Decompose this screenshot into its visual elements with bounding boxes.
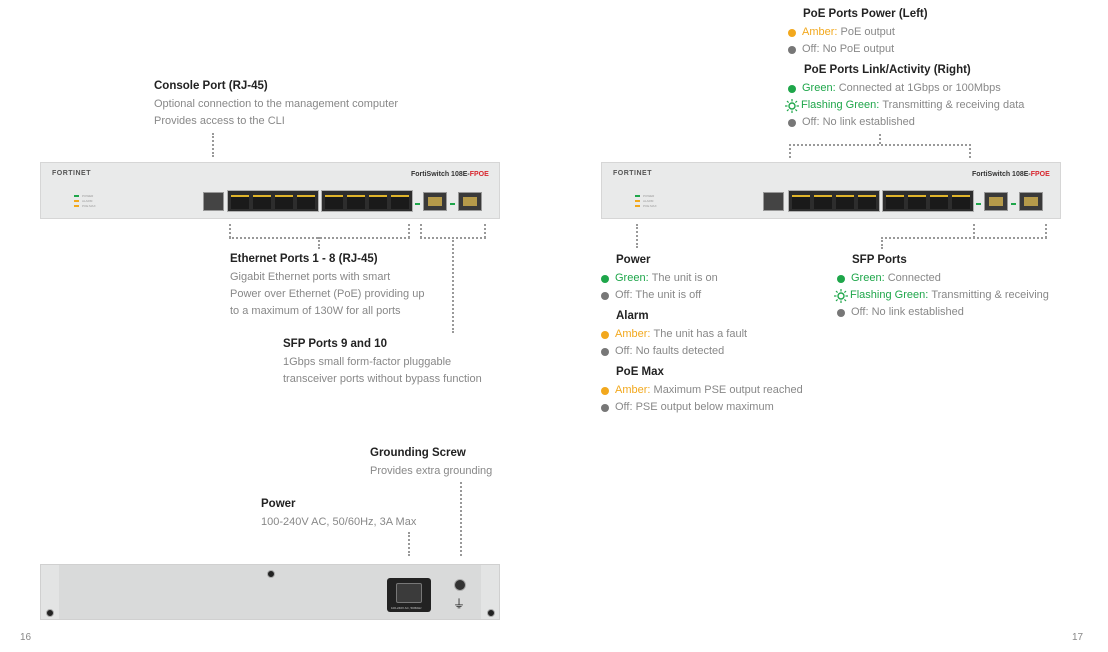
ethernet-ports-desc-3: to a maximum of 130W for all ports — [230, 305, 401, 317]
power-leader — [408, 532, 410, 556]
console-port-desc-2: Provides access to the CLI — [154, 115, 285, 127]
ground-symbol-icon: ⏚ — [453, 597, 466, 611]
poe-max-led — [74, 205, 79, 207]
grounding-screw-desc: Provides extra grounding — [370, 465, 493, 477]
flashing-led-icon — [785, 98, 799, 113]
poe-max-title: PoE Max — [616, 366, 664, 378]
model-name: FortiSwitch 108E-FPOE — [411, 171, 489, 178]
power-led — [74, 195, 79, 197]
sfp-port-9 — [423, 192, 447, 211]
flashing-led-icon — [834, 288, 848, 303]
ethernet-ports-desc-1: Gigabit Ethernet ports with smart — [230, 271, 391, 283]
model-name-right: FortiSwitch 108E-FPOE — [972, 171, 1050, 178]
page-number-left: 16 — [20, 632, 32, 643]
sfp-10-led — [450, 203, 455, 205]
fortinet-logo: FORTINET — [52, 170, 91, 177]
sfp-led-title: SFP Ports — [852, 254, 907, 266]
poe-max-off: Off: PSE output below maximum — [601, 399, 774, 416]
poe-power-off: Off: No PoE output — [788, 41, 894, 58]
sfp-port-10-right — [1019, 192, 1043, 211]
rear-top-screw — [267, 570, 275, 578]
console-port-desc-1: Optional connection to the management co… — [154, 98, 398, 110]
poe-max-led-label: POE MAX — [82, 204, 96, 208]
grounding-leader — [460, 482, 462, 556]
sfp-9-led — [415, 203, 420, 205]
sfp-port-10 — [458, 192, 482, 211]
grounding-screw — [454, 579, 466, 591]
poe-link-off: Off: No link established — [788, 114, 915, 131]
ethernet-ports-1-4-right — [788, 190, 880, 212]
fortinet-logo-right: FORTINET — [613, 170, 652, 177]
grounding-screw-title: Grounding Screw — [370, 447, 466, 459]
power-led-green: Green: The unit is on — [601, 270, 718, 287]
front-panel-left: FORTINET FortiSwitch 108E-FPOE POWER ALA… — [40, 162, 500, 219]
ethernet-ports-5-8 — [321, 190, 413, 212]
power-input-desc: 100-240V AC, 50/60Hz, 3A Max — [261, 516, 417, 528]
sfp-ports-desc-2: transceiver ports without bypass functio… — [283, 373, 482, 385]
sfp-led-flashing: Flashing Green: Transmitting & receiving — [834, 287, 1049, 304]
poe-link-green: Green: Connected at 1Gbps or 100Mbps — [788, 80, 1001, 97]
power-led-label-right: POWER — [643, 194, 655, 198]
console-leader — [212, 133, 214, 157]
power-socket-label: 100-240V AC, 50/60Hz — [391, 606, 422, 610]
sfp-port-9-right — [984, 192, 1008, 211]
power-led-leader — [636, 224, 638, 248]
ethernet-ports-5-8-right — [882, 190, 974, 212]
sfp-ports-desc-1: 1Gbps small form-factor pluggable — [283, 356, 452, 368]
poe-link-flashing: Flashing Green: Transmitting & receiving… — [785, 97, 1024, 114]
power-socket: 100-240V AC, 50/60Hz — [387, 578, 431, 612]
power-input-title: Power — [261, 498, 296, 510]
console-port — [203, 192, 224, 211]
ethernet-ports-1-4 — [227, 190, 319, 212]
poe-power-title: PoE Ports Power (Left) — [803, 8, 928, 20]
ethernet-ports-desc-2: Power over Ethernet (PoE) providing up — [230, 288, 425, 300]
rear-panel: 100-240V AC, 50/60Hz ⏚ — [40, 564, 500, 620]
power-led-off: Off: The unit is off — [601, 287, 701, 304]
alarm-led-label: ALARM — [82, 199, 93, 203]
poe-link-title: PoE Ports Link/Activity (Right) — [804, 64, 971, 76]
power-led-title: Power — [616, 254, 651, 266]
sfp-led-off: Off: No link established — [837, 304, 964, 321]
page-number-right: 17 — [1072, 632, 1084, 643]
ethernet-ports-title: Ethernet Ports 1 - 8 (RJ-45) — [230, 253, 378, 265]
sfp-led-green: Green: Connected — [837, 270, 941, 287]
power-led-label: POWER — [82, 194, 94, 198]
poe-max-led-label-right: POE MAX — [643, 204, 657, 208]
rear-left-screw — [46, 609, 54, 617]
alarm-led-title: Alarm — [616, 310, 649, 322]
console-port-title: Console Port (RJ-45) — [154, 80, 268, 92]
rear-right-screw — [487, 609, 495, 617]
console-port-right — [763, 192, 784, 211]
alarm-led-off: Off: No faults detected — [601, 343, 724, 360]
sfp-ports-title: SFP Ports 9 and 10 — [283, 338, 387, 350]
alarm-led-label-right: ALARM — [643, 199, 654, 203]
poe-power-amber: Amber: PoE output — [788, 24, 895, 41]
front-panel-right: FORTINET FortiSwitch 108E-FPOE POWER ALA… — [601, 162, 1061, 219]
poe-max-amber: Amber: Maximum PSE output reached — [601, 382, 803, 399]
alarm-led-amber: Amber: The unit has a fault — [601, 326, 747, 343]
alarm-led — [74, 200, 79, 202]
